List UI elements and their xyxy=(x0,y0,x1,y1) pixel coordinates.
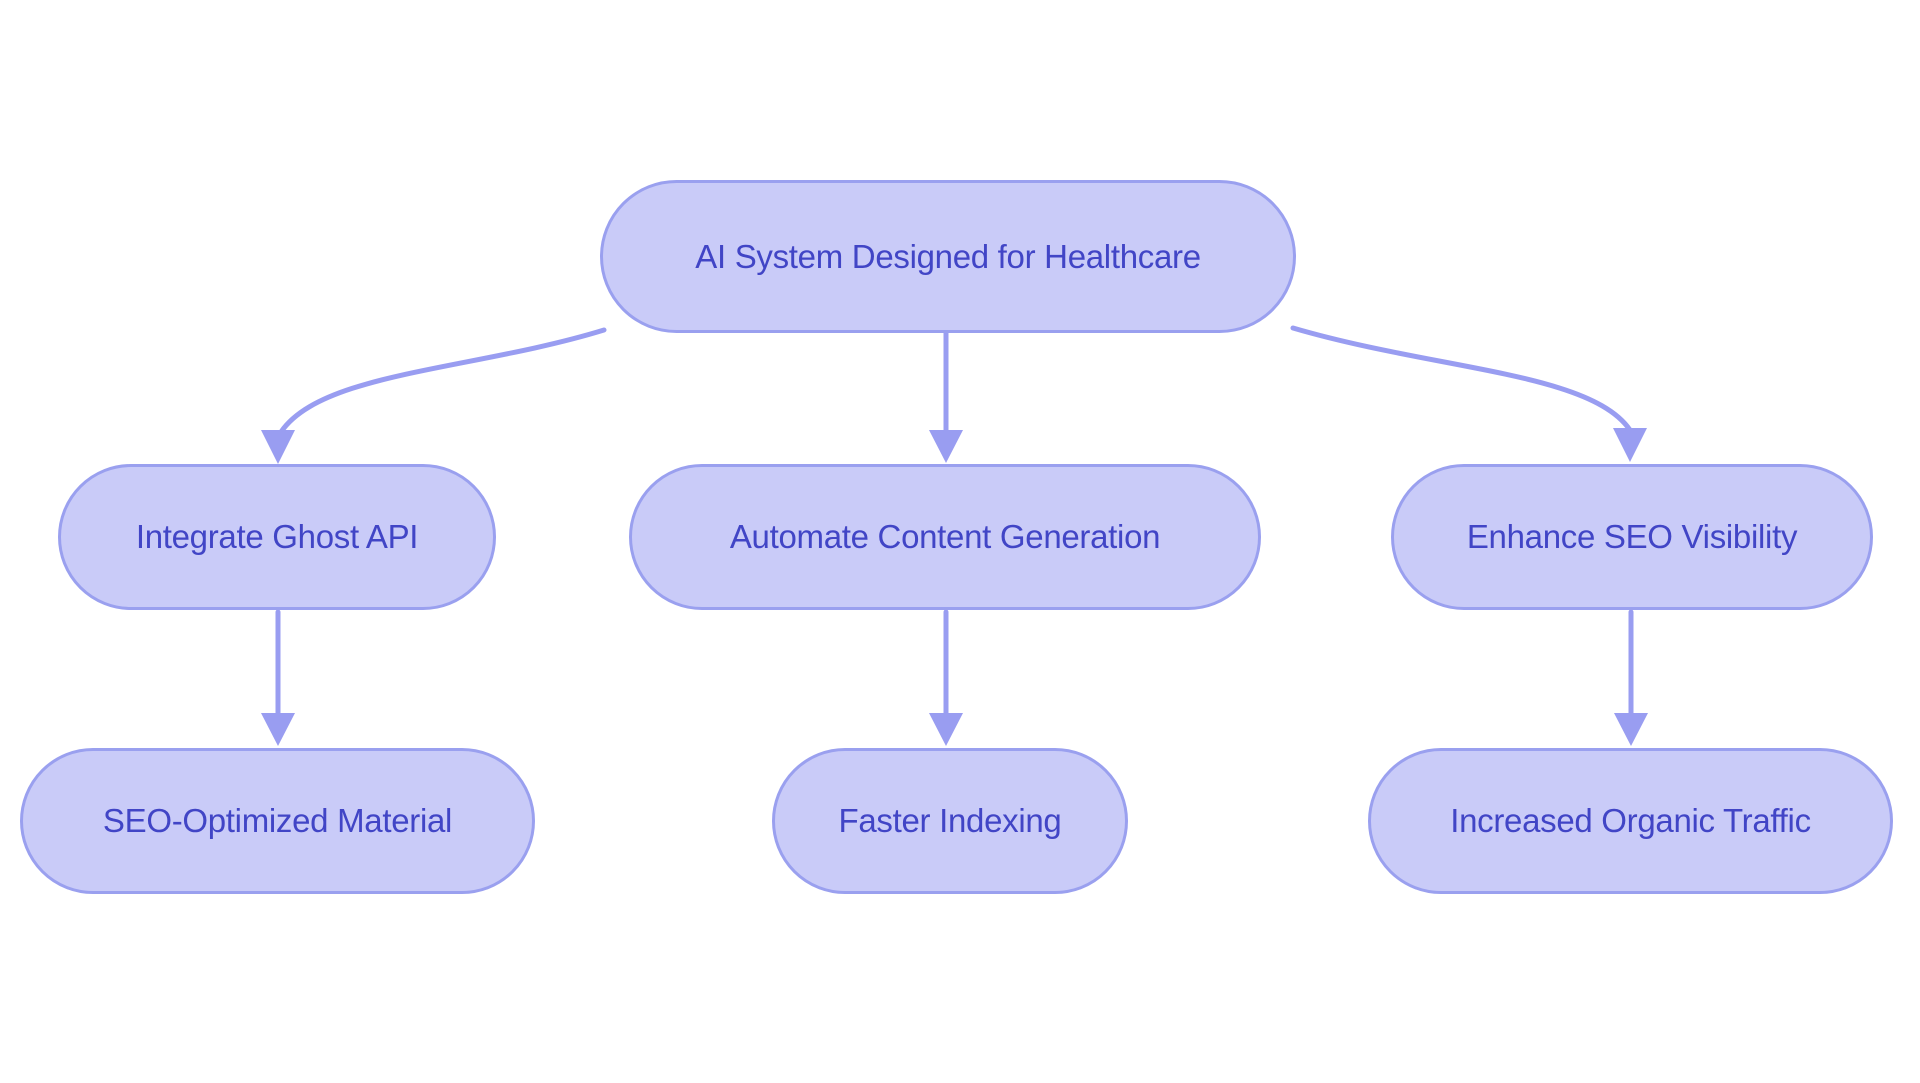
edge-mid-left-to-bot-left-arrowhead-icon xyxy=(261,713,295,746)
edge-root-to-mid-right-line xyxy=(1290,325,1633,433)
edge-mid-center-to-bot-center-arrowhead-icon xyxy=(929,713,963,746)
node-root: AI System Designed for Healthcare xyxy=(600,180,1296,333)
node-integrate-ghost-api-label: Integrate Ghost API xyxy=(135,518,419,555)
node-root-label: AI System Designed for Healthcare xyxy=(695,237,1201,275)
edge-root-to-mid-left-line xyxy=(278,327,607,435)
node-automate-content-generation: Automate Content Generation xyxy=(629,464,1261,610)
node-seo-optimized-material-label: SEO-Optimized Material xyxy=(102,802,453,839)
node-faster-indexing-label: Faster Indexing xyxy=(838,802,1062,839)
node-enhance-seo-visibility-label: Enhance SEO Visibility xyxy=(1466,518,1798,555)
node-integrate-ghost-api: Integrate Ghost API xyxy=(58,464,496,610)
node-increased-organic-traffic-label: Increased Organic Traffic xyxy=(1450,802,1811,839)
node-automate-content-generation-label: Automate Content Generation xyxy=(729,518,1161,555)
node-seo-optimized-material: SEO-Optimized Material xyxy=(20,748,535,894)
node-faster-indexing: Faster Indexing xyxy=(772,748,1128,894)
node-increased-organic-traffic: Increased Organic Traffic xyxy=(1368,748,1893,894)
edge-mid-right-to-bot-right-arrowhead-icon xyxy=(1614,713,1648,746)
edge-root-to-mid-center-arrowhead-icon xyxy=(929,430,963,463)
edge-root-to-mid-right-arrowhead-icon xyxy=(1613,428,1647,462)
edge-root-to-mid-left-arrowhead-icon xyxy=(261,430,295,464)
node-enhance-seo-visibility: Enhance SEO Visibility xyxy=(1391,464,1873,610)
